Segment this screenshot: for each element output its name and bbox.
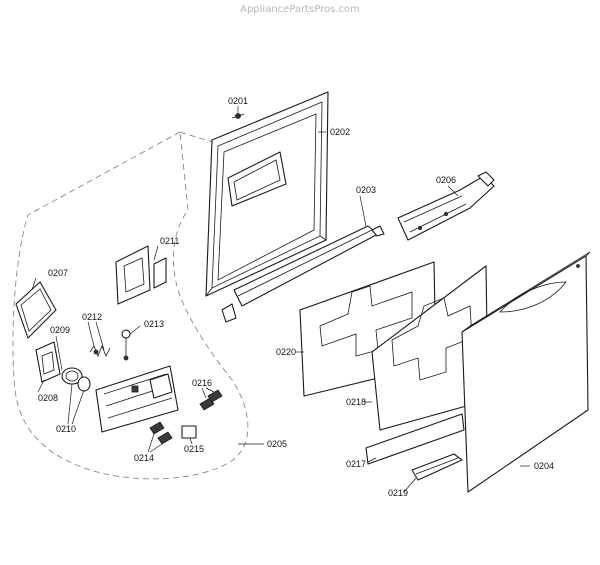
- hinge-bracket-0206: [397, 171, 495, 241]
- label-0220: 0220: [276, 347, 296, 357]
- spring-0212: [89, 344, 111, 358]
- ring-seals-0209-0210: [61, 367, 91, 392]
- label-0206: 0206: [436, 175, 456, 185]
- latch-plate-0211: [115, 245, 167, 305]
- label-0205: 0205: [267, 439, 287, 449]
- label-0201: 0201: [228, 96, 248, 106]
- bottom-strip-0217: [365, 413, 465, 465]
- push-button-0208: [35, 341, 61, 383]
- label-0212: 0212: [82, 312, 102, 322]
- trim-strip-0203: [221, 225, 385, 323]
- label-0213: 0213: [144, 319, 164, 329]
- outer-door-panel-0204: [461, 251, 591, 493]
- assembly-0205-boundary: [12, 131, 249, 480]
- label-0204: 0204: [534, 461, 554, 471]
- watermark: AppliancePartsPros.com: [240, 4, 360, 15]
- leader-lines: [31, 106, 530, 493]
- label-0214: 0214: [134, 453, 154, 463]
- label-0211: 0211: [160, 236, 179, 246]
- label-0219: 0219: [388, 488, 408, 498]
- microswitch-parts-0214-0216: [149, 389, 223, 445]
- label-0215: 0215: [184, 444, 204, 454]
- latch-assembly-0205: [95, 365, 179, 433]
- label-0208: 0208: [38, 393, 58, 403]
- label-0210: 0210: [56, 424, 76, 434]
- screw-0201: [231, 113, 245, 119]
- label-0209: 0209: [50, 325, 70, 335]
- dashed-link-line: [179, 131, 213, 143]
- label-0207: 0207: [48, 268, 68, 278]
- pin-0213: [121, 329, 131, 361]
- bottom-trim-0219: [411, 453, 463, 481]
- label-0202: 0202: [330, 127, 350, 137]
- label-0203: 0203: [356, 185, 376, 195]
- label-0216: 0216: [192, 378, 212, 388]
- inner-door-panel-0202: [205, 91, 329, 297]
- label-0218: 0218: [346, 397, 366, 407]
- label-0217: 0217: [346, 459, 366, 469]
